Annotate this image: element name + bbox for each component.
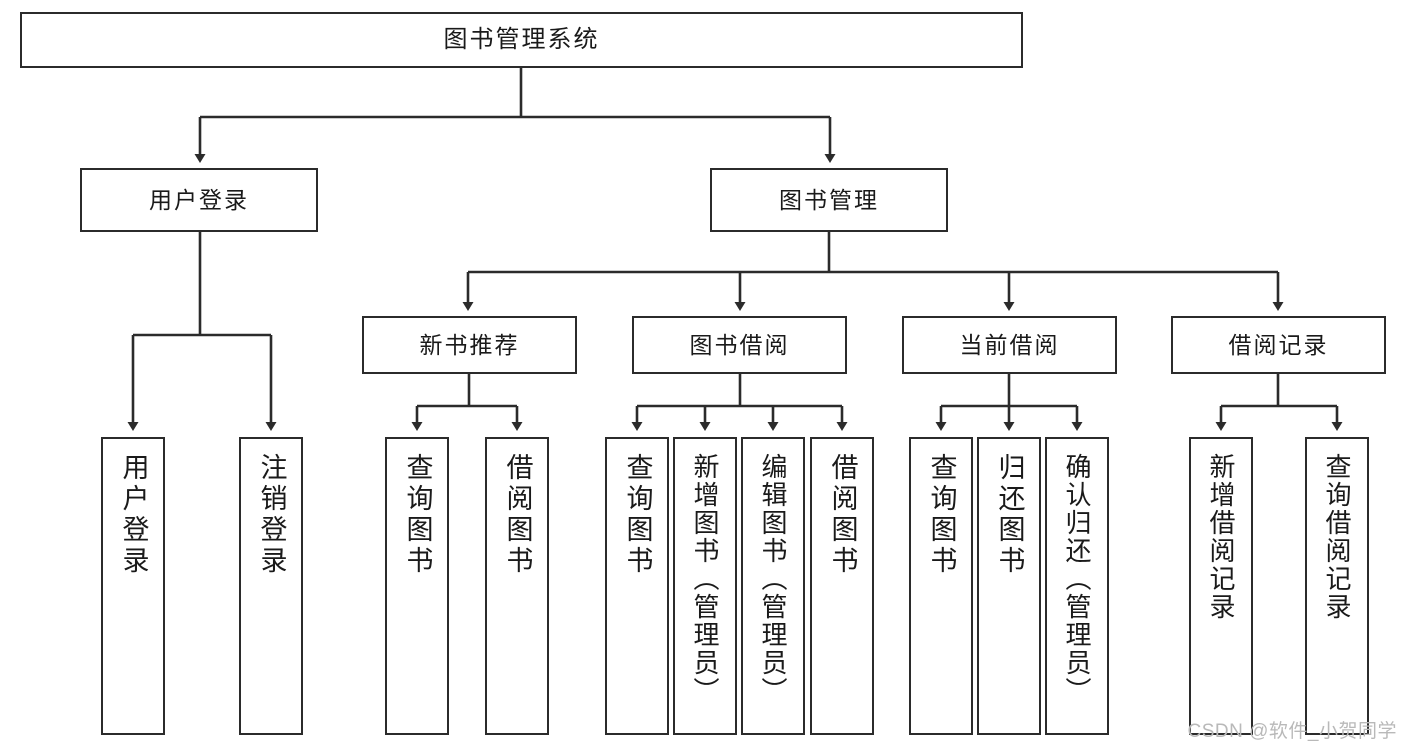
node-user-login[interactable]: 用户登录 (80, 168, 318, 232)
node-label: 用户登录 (118, 453, 149, 577)
leaf-user-login[interactable]: 用户登录 (101, 437, 165, 735)
node-label: 借阅图书 (827, 453, 858, 577)
leaf-add-book-admin[interactable]: 新增图书（管理员） (673, 437, 737, 735)
node-label: 用户登录 (149, 186, 249, 213)
leaf-add-borrow-record[interactable]: 新增借阅记录 (1189, 437, 1253, 735)
node-label: 图书管理 (779, 186, 879, 213)
leaf-borrow-book-recommend[interactable]: 借阅图书 (485, 437, 549, 735)
leaf-return-book[interactable]: 归还图书 (977, 437, 1041, 735)
node-borrow-record[interactable]: 借阅记录 (1171, 316, 1386, 374)
node-label: 查询图书 (402, 453, 433, 577)
node-label: 借阅记录 (1228, 331, 1329, 358)
leaf-edit-book-admin[interactable]: 编辑图书（管理员） (741, 437, 805, 735)
node-label: 新书推荐 (419, 331, 520, 358)
leaf-query-borrow-record[interactable]: 查询借阅记录 (1305, 437, 1369, 735)
node-label: 新增借阅记录 (1206, 453, 1236, 621)
node-label: 注销登录 (256, 453, 287, 577)
node-root-book-management-system[interactable]: 图书管理系统 (20, 12, 1023, 68)
node-book-borrow[interactable]: 图书借阅 (632, 316, 847, 374)
node-label: 查询图书 (622, 453, 653, 577)
leaf-query-book-current[interactable]: 查询图书 (909, 437, 973, 735)
leaf-borrow-book[interactable]: 借阅图书 (810, 437, 874, 735)
leaf-logout[interactable]: 注销登录 (239, 437, 303, 735)
node-book-management[interactable]: 图书管理 (710, 168, 948, 232)
node-label: 图书管理系统 (443, 26, 600, 54)
node-label: 查询借阅记录 (1322, 453, 1352, 621)
node-label: 查询图书 (926, 453, 957, 577)
node-new-book-recommend[interactable]: 新书推荐 (362, 316, 577, 374)
watermark-text: CSDN @软件_小贺同学 (1187, 721, 1397, 742)
node-label: 归还图书 (994, 453, 1025, 577)
leaf-query-book-recommend[interactable]: 查询图书 (385, 437, 449, 735)
node-label: 编辑图书（管理员） (758, 453, 788, 705)
node-label: 借阅图书 (502, 453, 533, 577)
node-label: 当前借阅 (959, 331, 1060, 358)
node-label: 确认归还（管理员） (1062, 453, 1092, 705)
leaf-confirm-return-admin[interactable]: 确认归还（管理员） (1045, 437, 1109, 735)
node-label: 新增图书（管理员） (690, 453, 720, 705)
node-current-borrow[interactable]: 当前借阅 (902, 316, 1117, 374)
leaf-query-book-borrow[interactable]: 查询图书 (605, 437, 669, 735)
node-label: 图书借阅 (689, 331, 790, 358)
